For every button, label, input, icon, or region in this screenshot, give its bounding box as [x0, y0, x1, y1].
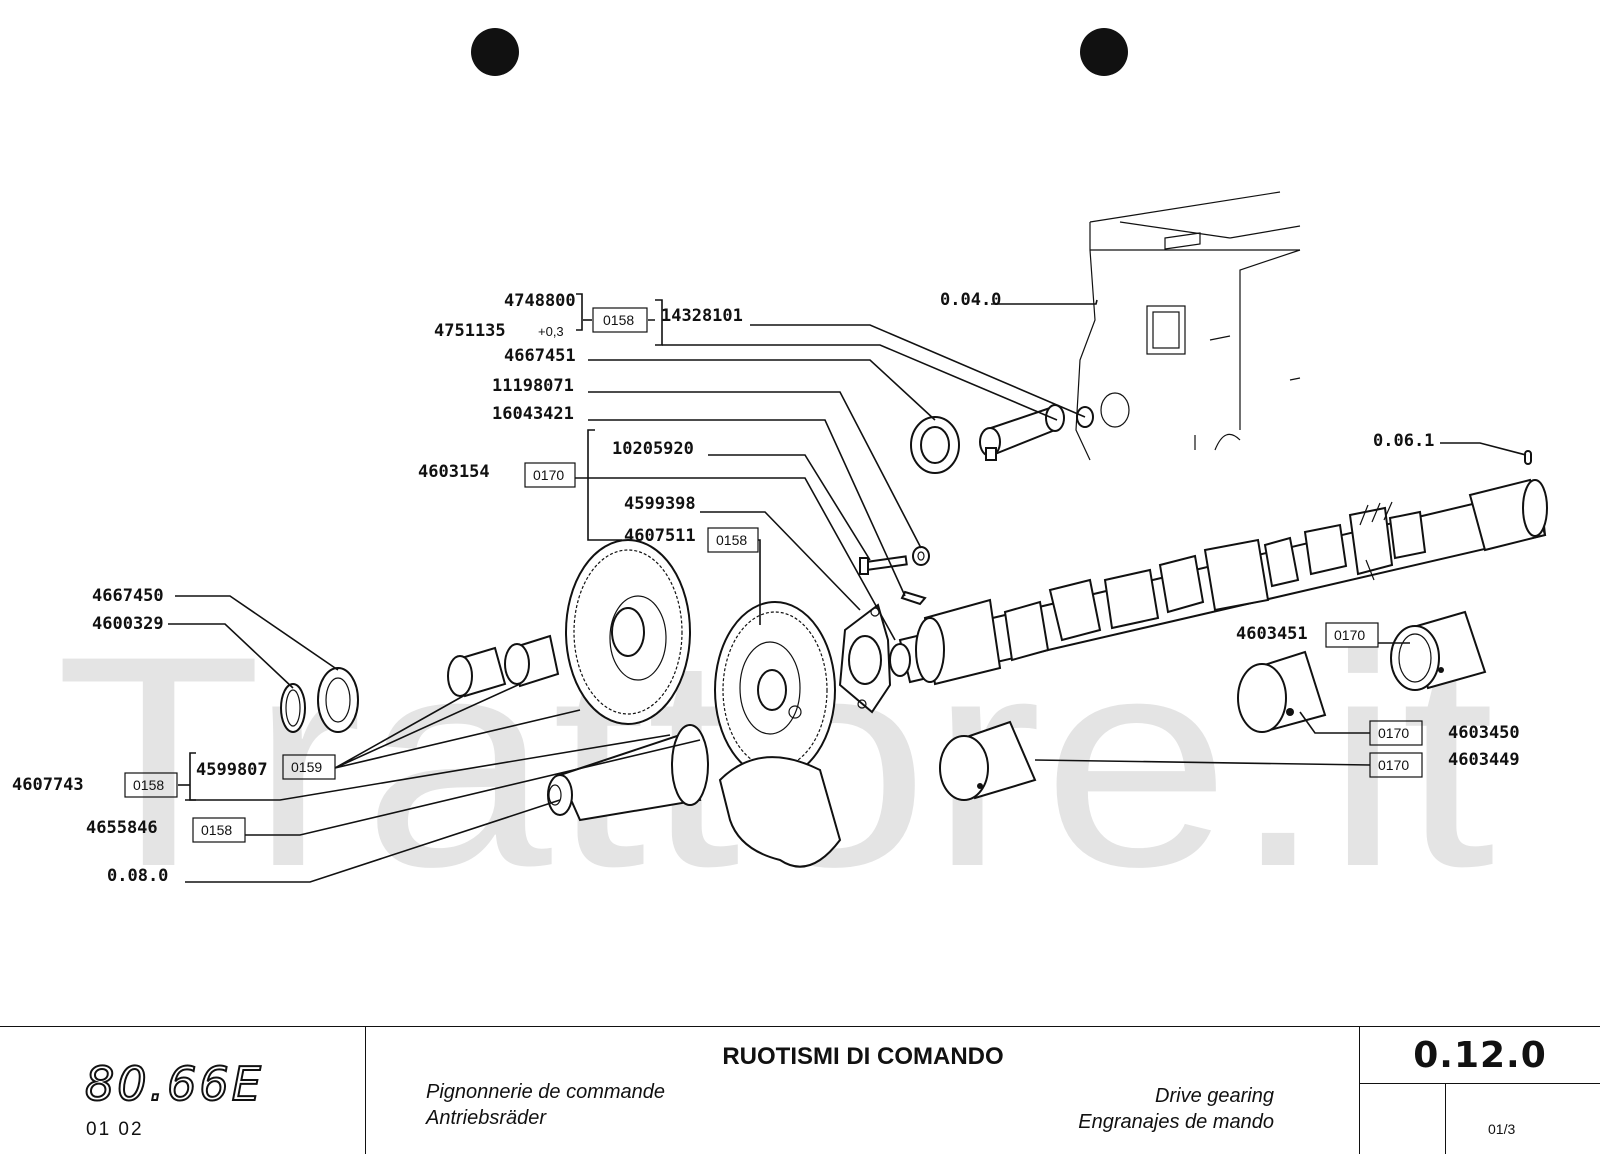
camshaft [889, 478, 1548, 686]
bushes-4599807 [447, 634, 560, 698]
label-tolerance: +0,3 [538, 324, 564, 339]
ref-box-0158-b: 0158 [716, 532, 747, 548]
snap-ring-4600329 [280, 683, 306, 733]
drive-shaft-0080 [547, 724, 842, 868]
model-cell: 80.66E 01 02 [0, 1027, 366, 1154]
engine-block [1075, 191, 1301, 461]
ring-4667450 [317, 667, 359, 733]
bush-4603450 [1237, 650, 1327, 733]
label-0040: 0.04.0 [940, 290, 1001, 310]
gear-camshaft-4607511 [714, 601, 836, 779]
label-4667451: 4667451 [504, 346, 576, 366]
label-4599398: 4599398 [624, 494, 696, 514]
model-serial: 01 02 [86, 1119, 144, 1140]
label-4607511: 4607511 [624, 526, 696, 546]
ref-box-0158-a: 0158 [603, 312, 634, 328]
label-4751135: 4751135 [434, 321, 506, 341]
ref-box-0158-d: 0158 [201, 822, 232, 838]
title-german: Antriebsräder [426, 1107, 547, 1129]
label-4599807: 4599807 [196, 760, 268, 780]
label-4603450: 4603450 [1448, 723, 1520, 743]
label-4748800: 4748800 [504, 291, 576, 311]
section-code: 0.12.0 [1360, 1027, 1600, 1084]
label-4600329: 4600329 [92, 614, 164, 634]
label-11198071: 11198071 [492, 376, 574, 396]
title-block: 80.66E 01 02 RUOTISMI DI COMANDO Pignonn… [0, 1026, 1600, 1154]
model-name: 80.66E [84, 1056, 264, 1112]
title-english: Drive gearing [1155, 1085, 1274, 1107]
ref-box-0170-d: 0170 [1378, 757, 1409, 773]
label-0080: 0.08.0 [107, 866, 168, 886]
label-4603449: 4603449 [1448, 750, 1520, 770]
binder-hole-right [1080, 28, 1128, 76]
title-italian: RUOTISMI DI COMANDO [722, 1043, 1004, 1070]
ref-box-0170-c: 0170 [1378, 725, 1409, 741]
label-4603451: 4603451 [1236, 624, 1308, 644]
ref-box-0170-a: 0170 [533, 467, 564, 483]
shaft-14328101 [979, 404, 1065, 461]
page-number: 01/3 [1488, 1121, 1516, 1137]
code-cell: 0.12.0 01/3 [1360, 1027, 1600, 1154]
description-cell: RUOTISMI DI COMANDO Pignonnerie de comma… [366, 1027, 1360, 1154]
ref-box-0170-b: 0170 [1334, 627, 1365, 643]
pin-0061 [1524, 450, 1532, 465]
label-4667450: 4667450 [92, 586, 164, 606]
bush-4603451 [1390, 610, 1487, 691]
label-4655846: 4655846 [86, 818, 158, 838]
bush-4603449 [939, 720, 1037, 801]
label-16043421: 16043421 [492, 404, 574, 424]
label-0061: 0.06.1 [1373, 431, 1434, 451]
label-14328101: 14328101 [661, 306, 743, 326]
title-spanish: Engranajes de mando [1078, 1111, 1274, 1133]
binder-hole-left [471, 28, 519, 76]
leader-lines [168, 293, 1527, 883]
title-french: Pignonnerie de commande [426, 1081, 666, 1103]
ref-box-0158-c: 0158 [133, 777, 164, 793]
gear-large-left [565, 539, 691, 725]
bolt-11198071 [859, 546, 930, 606]
ref-box-0159: 0159 [291, 759, 322, 775]
flange-plate-4599398 [838, 603, 892, 714]
reference-boxes [124, 307, 1423, 843]
bush-4667451 [910, 416, 960, 474]
label-4607743: 4607743 [12, 775, 84, 795]
label-4603154: 4603154 [418, 462, 490, 482]
page-cell-blank [1360, 1083, 1446, 1154]
label-10205920: 10205920 [612, 439, 694, 459]
